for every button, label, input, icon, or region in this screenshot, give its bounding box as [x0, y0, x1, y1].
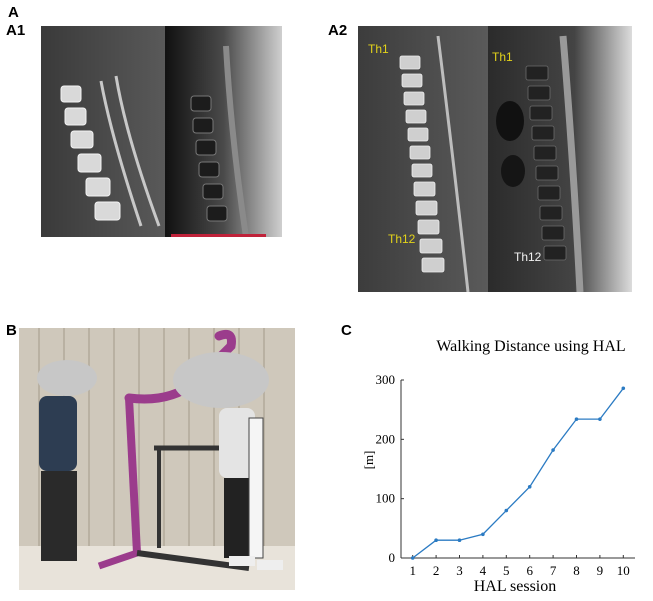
data-point — [598, 417, 602, 421]
cervical-spine-scans — [41, 26, 282, 237]
th12-label-ct: Th12 — [388, 232, 416, 246]
thoracic-spine-image — [358, 26, 632, 292]
x-tick-label: 6 — [526, 563, 533, 578]
y-tick-label: 300 — [376, 372, 396, 387]
data-point — [434, 538, 438, 542]
y-tick-label: 100 — [376, 491, 396, 506]
th1-label-mri: Th1 — [492, 50, 513, 64]
y-tick-label: 0 — [389, 550, 396, 565]
x-tick-label: 8 — [573, 563, 580, 578]
data-point — [621, 386, 626, 391]
chart-title: Walking Distance using HAL — [436, 338, 625, 355]
th12-label-mri: Th12 — [514, 250, 542, 264]
data-point — [457, 538, 462, 542]
panel-label-a1: A1 — [6, 22, 26, 39]
data-point — [481, 532, 485, 537]
th1-label-ct: Th1 — [368, 42, 389, 56]
data-point — [410, 556, 415, 560]
cervical-spine-image — [41, 26, 282, 237]
y-axis-label: [m] — [361, 451, 376, 470]
x-tick-label: 5 — [503, 563, 510, 578]
chart-axes — [400, 380, 635, 559]
hal-training-photo — [19, 328, 295, 590]
x-tick-label: 7 — [550, 563, 557, 578]
x-tick-label: 2 — [433, 563, 440, 578]
x-tick-label: 4 — [480, 563, 487, 578]
x-tick-label: 1 — [409, 563, 416, 578]
panel-label-a: A — [8, 4, 19, 21]
panel-label-b: B — [6, 322, 17, 339]
x-tick-label: 10 — [617, 563, 630, 578]
x-axis-label: HAL session — [474, 578, 557, 594]
data-point — [574, 417, 579, 421]
panel-label-c: C — [341, 322, 352, 339]
data-point — [504, 508, 509, 513]
data-point — [551, 448, 555, 452]
series-line — [412, 387, 624, 559]
thoracic-spine-scans: Th1 Th12 Th1 Th12 — [358, 26, 632, 292]
y-tick-label: 200 — [376, 431, 396, 446]
panel-label-a2: A2 — [328, 22, 348, 39]
x-tick-label: 3 — [456, 563, 463, 578]
hal-training-image — [19, 328, 295, 590]
x-tick-label: 9 — [597, 563, 604, 578]
data-point — [527, 485, 532, 489]
chart-series — [410, 386, 626, 560]
